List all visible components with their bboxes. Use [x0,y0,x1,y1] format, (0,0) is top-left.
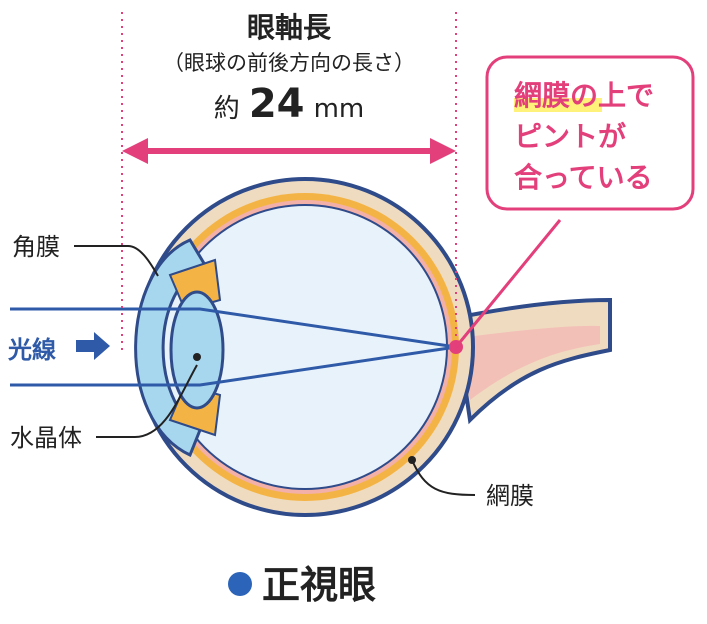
axial-length-arrow [122,138,456,164]
axial-length-subtitle: （眼球の前後方向の長さ） [163,51,415,75]
axial-length-value: 約 24 mm [214,81,365,127]
axial-length-guides [121,12,457,355]
cornea-label-group: 角膜 [12,233,159,277]
caption-dot-icon [228,572,252,596]
lens [169,290,225,410]
lens-label-group: 水晶体 [10,353,201,452]
caption: 正視眼 [262,563,376,607]
callout-line3: 合っている [514,161,653,194]
lens-label: 水晶体 [10,424,82,452]
axial-length-prefix: 約 [214,94,240,124]
callout-line2: ピントが [514,120,626,153]
cornea-label: 角膜 [12,233,60,261]
callout-line1-rest: で [626,79,654,112]
caption-group: 正視眼 [228,563,376,607]
retina-label: 網膜 [486,482,534,510]
light-rays [10,307,457,387]
callout-line1-highlight: 網膜の上 [514,79,626,112]
light-rays-label: 光線 [7,336,56,364]
focus-callout: 網膜の上で ピントが 合っている [454,55,695,348]
retina-label-group: 網膜 [408,456,534,510]
cornea [134,238,208,458]
axial-length-unit: mm [314,94,365,124]
light-rays-label-group: 光線 [7,332,110,364]
svg-text:網膜の上で: 網膜の上で [514,79,654,112]
light-rays-arrow-icon [76,332,110,360]
optic-nerve [452,297,612,425]
axial-length-title: 眼軸長 [247,11,332,44]
axial-length-number: 24 [249,81,305,127]
callout-highlight [514,98,602,112]
